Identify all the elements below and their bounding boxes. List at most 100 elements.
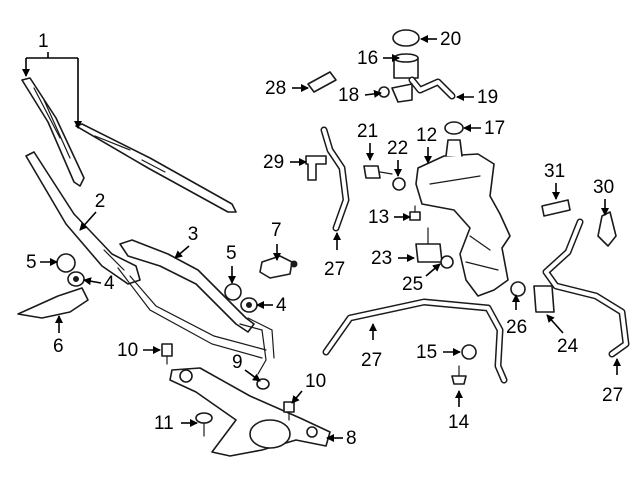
callout-number: 28 [265,78,286,99]
part-31-connector [541,199,571,217]
part-4-nut-right [240,297,258,313]
callout-23: 23 [371,248,415,269]
callout-number: 7 [271,220,282,241]
callout-arrow [79,211,97,231]
callout-number: 25 [402,274,423,295]
part-15-nut [461,344,477,360]
callout-number: 21 [357,121,378,142]
callout-4: 4 [256,295,287,316]
callout-number: 13 [368,207,389,228]
callout-number: 9 [232,352,243,373]
callout-18: 18 [338,85,382,106]
part-19-filler-hose [391,76,456,103]
callout-7: 7 [271,220,282,261]
part-16-filler-neck [393,53,419,79]
callout-number: 11 [154,413,174,434]
callout-arrow [291,390,303,404]
callout-27: 27 [361,323,382,371]
part-4-nut-left [67,271,85,287]
callout-number: 10 [305,371,326,392]
callout-number: 27 [324,259,345,280]
callout-12: 12 [416,125,437,164]
callout-30: 30 [593,177,614,216]
part-22-grommet [392,177,406,191]
part-3-wiper-arm-right [119,239,275,375]
callout-16: 16 [357,48,400,69]
callout-15: 15 [416,342,461,363]
part-12-washer-reservoir [415,139,511,297]
callout-number: 2 [95,191,106,212]
callout-9: 9 [232,352,261,382]
callout-number: 8 [346,428,357,449]
part-27-hoses [320,126,630,384]
callout-arrow [244,369,261,382]
part-20-cap [392,29,420,47]
part-1-wiper-blade-right [75,123,237,213]
callout-number: 22 [387,138,408,159]
callout-2: 2 [79,191,106,231]
callout-number: 29 [263,152,284,173]
callout-number: 15 [416,342,437,363]
part-23-washer-pump [415,227,443,263]
part-30-clip [597,211,617,247]
part-26-grommet [510,281,526,297]
callout-5: 5 [26,252,58,273]
part-25-seal [440,255,454,269]
callout-arrow [174,245,190,259]
callout-5: 5 [226,243,237,284]
callout-number: 5 [26,252,37,273]
callout-arrow [83,277,102,286]
callout-27: 27 [324,232,345,280]
callout-number: 27 [602,385,623,406]
callout-number: 6 [53,336,64,357]
callout-13: 13 [368,207,411,228]
part-24-pump [533,285,555,313]
callout-number: 19 [477,87,498,108]
callout-arrow [364,89,382,98]
callout-arrow [546,314,564,334]
callout-number: 12 [416,125,437,146]
callout-1: 1 [22,31,82,129]
callout-28: 28 [265,78,309,99]
callout-number: 10 [117,340,138,361]
callout-29: 29 [263,152,307,173]
part-2-wiper-arm-left [25,151,267,359]
callout-arrow [425,263,441,277]
part-28-hose-connector [307,71,337,93]
callout-17: 17 [463,118,505,139]
part-29-t-connector [305,155,327,181]
callout-14: 14 [448,390,470,433]
callout-20: 20 [420,29,461,50]
callout-10: 10 [117,340,161,361]
callout-number: 5 [226,243,237,264]
callout-24: 24 [546,314,579,357]
part-10-bolt-right [283,401,295,421]
callout-number: 18 [338,85,359,106]
callout-4: 4 [83,273,115,294]
part-8-linkage-motor [169,367,331,457]
part-13-bolt [409,205,421,221]
callout-25: 25 [402,263,441,295]
callout-number: 26 [506,317,527,338]
callout-11: 11 [154,413,198,434]
part-5-cap-left [56,253,76,273]
callout-number: 31 [544,161,565,182]
callout-10: 10 [291,371,326,404]
part-11-bolt [195,412,213,437]
part-10-bolt-left [161,343,173,365]
callout-8: 8 [326,428,357,449]
callout-21: 21 [357,121,378,161]
callout-27: 27 [602,358,623,406]
part-18-screw [378,86,390,98]
callout-number: 24 [557,336,579,357]
callout-6: 6 [53,315,64,357]
callout-number: 20 [440,29,461,50]
callout-number: 14 [448,412,470,433]
callout-19: 19 [456,87,498,108]
callout-number: 27 [361,350,382,371]
callout-number: 4 [276,295,287,316]
part-6-cowl-cover [17,287,89,319]
part-1-wiper-blade-left [21,77,85,187]
